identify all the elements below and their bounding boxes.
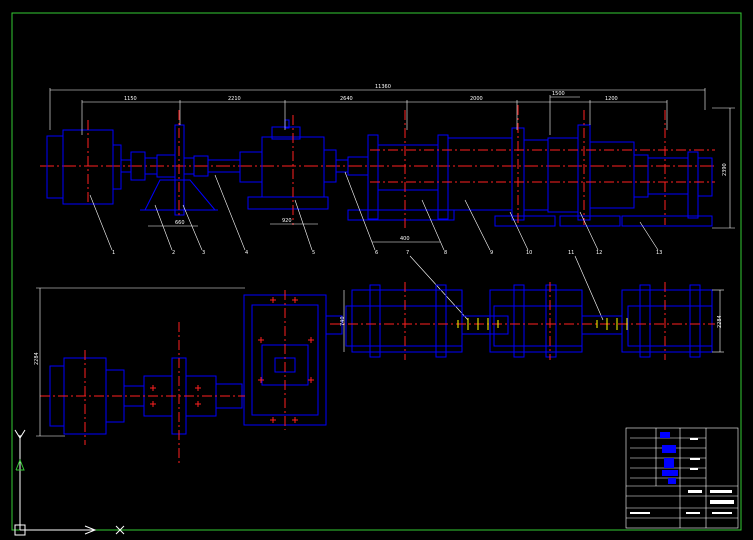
dim-d7: 660 — [175, 220, 185, 226]
title-block-fills — [660, 432, 678, 484]
part-label-5: 5 — [312, 250, 315, 256]
outer-frame — [11, 12, 742, 531]
top-dimension-texts: 11360 1150 2210 2640 2000 1500 1200 660 … — [124, 84, 728, 242]
part-label-7: 7 — [406, 250, 409, 256]
part-label-8: 8 — [444, 250, 447, 256]
part-label-2: 2 — [172, 250, 175, 256]
dim-d10: 400 — [400, 236, 410, 242]
dim-d6: 1200 — [605, 96, 618, 102]
dim-d5: 1500 — [552, 91, 565, 97]
bottom-dimension-lines — [36, 287, 724, 437]
bottom-dimension-texts: 2284 740 2284 — [34, 315, 723, 365]
dim-left-height: 2284 — [34, 352, 40, 365]
part-number-labels: 1 2 3 4 5 6 7 8 9 10 11 12 13 — [112, 250, 662, 256]
bolt-marks — [150, 297, 314, 423]
top-view-centerlines — [87, 105, 715, 230]
coupling-marks — [457, 318, 628, 330]
part-label-9: 9 — [490, 250, 493, 256]
dim-d8: 920 — [282, 218, 292, 224]
dim-d9: 2390 — [722, 163, 728, 176]
part-label-13: 13 — [656, 250, 662, 256]
dim-d1: 1150 — [124, 96, 137, 102]
dim-mid-height: 740 — [340, 316, 346, 326]
dim-right-height: 2284 — [717, 315, 723, 328]
part-label-11: 11 — [568, 250, 574, 256]
bottom-view-assembly — [49, 284, 713, 435]
dim-d2: 2210 — [228, 96, 241, 102]
part-label-6: 6 — [375, 250, 378, 256]
dim-d3: 2640 — [340, 96, 353, 102]
part-label-10: 10 — [526, 250, 532, 256]
top-view-assembly — [40, 119, 715, 227]
ucs-axis-icon — [14, 429, 125, 536]
part-label-3: 3 — [202, 250, 205, 256]
dim-d4: 2000 — [470, 96, 483, 102]
bottom-view-centerlines — [40, 282, 715, 465]
part-label-4: 4 — [245, 250, 248, 256]
leader-lines — [89, 171, 659, 321]
top-dimension-lines — [49, 88, 735, 243]
title-block-text-marks — [630, 438, 734, 514]
part-label-1: 1 — [112, 250, 115, 256]
dim-overall: 11360 — [375, 84, 391, 90]
part-label-12: 12 — [596, 250, 602, 256]
